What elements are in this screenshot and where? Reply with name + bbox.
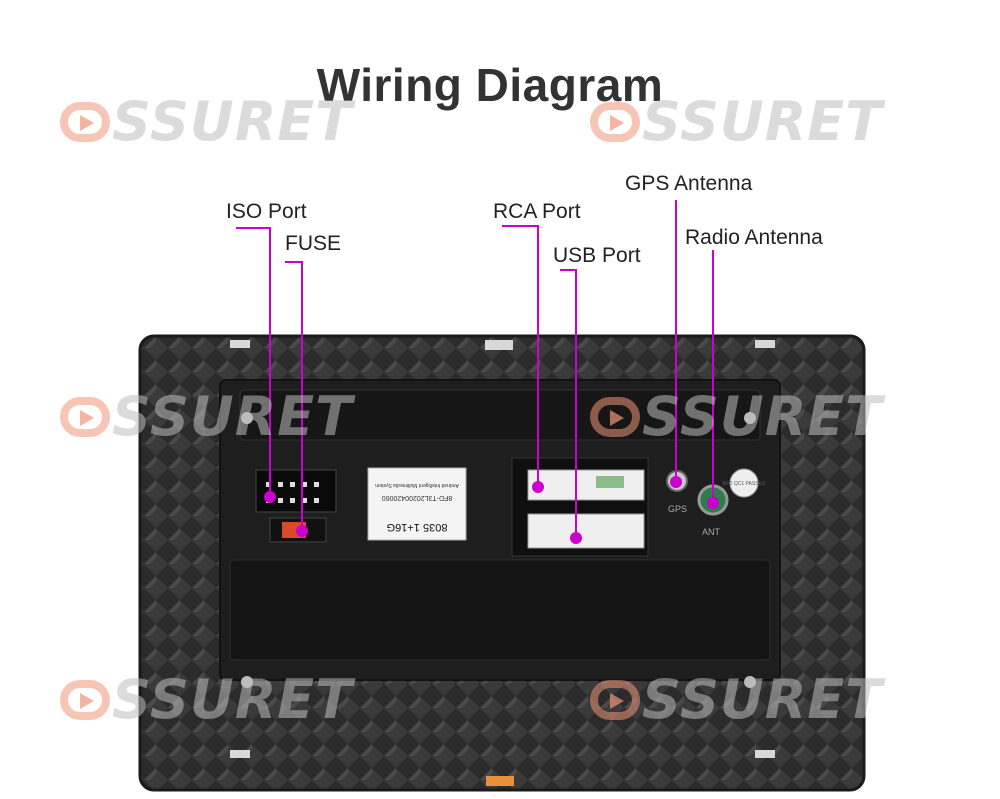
rca-connector xyxy=(527,469,645,501)
screw xyxy=(241,676,253,688)
fuse-callout-line xyxy=(285,261,303,531)
mount-clip xyxy=(755,340,775,348)
watermark-play-icon xyxy=(590,680,640,720)
screw xyxy=(744,676,756,688)
watermark-play-icon xyxy=(590,102,640,142)
watermark-play-icon xyxy=(60,680,110,720)
rca-port-label: RCA Port xyxy=(493,200,581,223)
gps-tag: GPS xyxy=(668,504,687,514)
spec-sticker-bg xyxy=(367,467,467,541)
watermark-logo: SSURET xyxy=(60,385,353,448)
watermark-logo: SSURET xyxy=(60,668,353,731)
mount-clip xyxy=(230,340,250,348)
watermark-play-icon xyxy=(60,397,110,437)
watermark-play-icon xyxy=(590,397,640,437)
sticker-serial: 8FD-T3L20200420060 xyxy=(382,494,453,501)
rca-port-callout-dot xyxy=(532,481,544,493)
usb-connector xyxy=(527,513,645,549)
rca-connector-latch xyxy=(596,476,624,488)
screw xyxy=(744,412,756,424)
rca-port-callout-line xyxy=(502,225,539,487)
usb-port-callout-line xyxy=(560,269,577,538)
qc-stamp xyxy=(729,468,759,498)
orange-tab xyxy=(486,776,514,786)
gps-antenna-callout-dot xyxy=(670,476,682,488)
radio-antenna-label: Radio Antenna xyxy=(685,226,823,249)
sticker-system: Android Intelligent Multimedia System xyxy=(375,482,459,488)
usb-port-callout-dot xyxy=(570,532,582,544)
heat-sink-fins xyxy=(229,559,771,661)
screw xyxy=(241,412,253,424)
iso-port xyxy=(255,469,337,513)
sticker-model: 8035 1+16G xyxy=(387,521,448,533)
watermark-logo: SSURET xyxy=(60,90,353,153)
ant-tag: ANT xyxy=(702,527,721,537)
iso-port-callout-line xyxy=(236,227,271,497)
fuse-label: FUSE xyxy=(285,232,342,255)
fuse-callout-dot xyxy=(296,525,308,537)
mount-clip xyxy=(485,340,513,350)
mount-clip xyxy=(755,750,775,758)
iso-port-callout-dot xyxy=(264,491,276,503)
qc-stamp-text: BFD QC1 PASSED xyxy=(723,481,766,487)
usb-port-label: USB Port xyxy=(553,244,641,267)
gps-antenna-label: GPS Antenna xyxy=(625,172,753,195)
mount-clip xyxy=(230,750,250,758)
watermark-logo: SSURET xyxy=(590,385,883,448)
iso-port-label: ISO Port xyxy=(226,200,307,223)
watermark-logo: SSURET xyxy=(590,90,883,153)
watermark-logo: SSURET xyxy=(590,668,883,731)
radio-antenna-callout-dot xyxy=(707,497,719,509)
watermark-play-icon xyxy=(60,102,110,142)
